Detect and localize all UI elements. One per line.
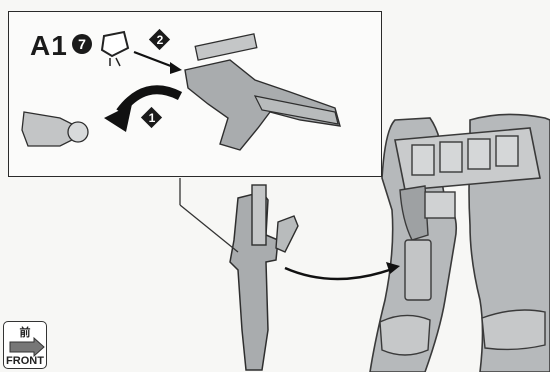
- step-two-number: 2: [150, 30, 170, 50]
- step-one-number: 1: [142, 108, 162, 128]
- rifle-large-scope: [195, 34, 257, 60]
- glue-mark-2: [116, 58, 120, 66]
- stock-socket: [68, 122, 88, 142]
- front-label: FRONT: [4, 355, 46, 367]
- step-two-arrowhead: [170, 62, 182, 74]
- step-two-arrow: [134, 52, 176, 68]
- front-badge: 前 FRONT: [3, 321, 47, 369]
- part-code-label: A1: [30, 30, 68, 62]
- stock-part: [22, 112, 72, 146]
- small-part-icon: [102, 32, 128, 56]
- step-two-marker: 2: [150, 30, 170, 50]
- part-number-badge: 7: [72, 34, 92, 54]
- step-one-marker: 1: [142, 108, 162, 128]
